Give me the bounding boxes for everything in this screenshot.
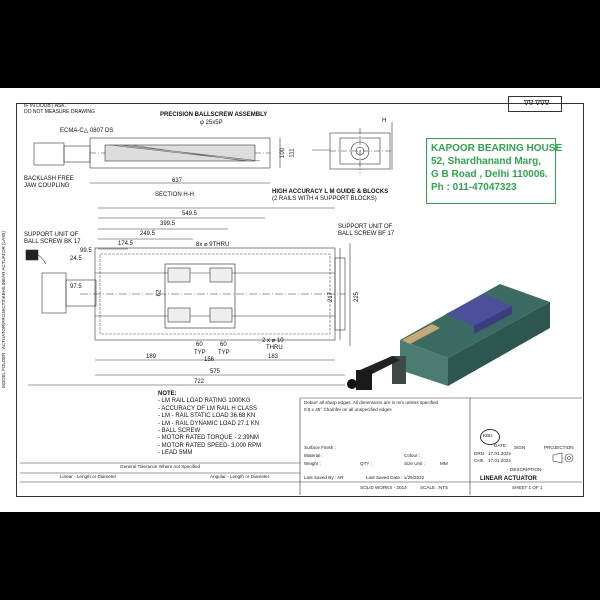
dim-549-5: 549.5 (182, 211, 198, 217)
support-bk-2: BALL SCREW BK 17 (24, 239, 81, 245)
top-left-note-1: IF IN DOUBT ASK. (24, 103, 67, 109)
dim-189: 189 (146, 354, 157, 360)
dim-99-5: 99.5 (80, 248, 92, 254)
support-bk-1: SUPPORT UNIT OF (24, 232, 79, 238)
chamfer-note: 0.5 x 45° Chamfer on all unspecified edg… (304, 407, 392, 412)
notes-heading: NOTE: (158, 391, 177, 397)
sheet-count: SHEET 1 OF 1 (512, 485, 543, 490)
dim-156: 156 (204, 357, 215, 363)
assembly-label: PRECISION BALLSCREW ASSEMBLY (160, 112, 268, 118)
surface-symbol-box (508, 96, 562, 112)
backlash-label-1: BACKLASH FREE (24, 176, 74, 182)
scale: SCALE : NTS (420, 485, 449, 490)
cad-drawing (20, 122, 582, 495)
note-item: - BALL SCREW (158, 428, 201, 435)
dim-637: 637 (172, 178, 183, 184)
chk-label: CHK (474, 458, 484, 463)
section-label: SECTION H-H (155, 192, 194, 198)
drawing-border (16, 103, 584, 497)
tolerance-heading: General Tolerance Where not Specified (120, 464, 201, 469)
note-item: - LM - RAIL STATIC LOAD 36.68 KN (158, 413, 256, 420)
holes-note-1: 2 x ⌀ 10 (262, 338, 284, 344)
coupling-label: ECMA-C△ 0807 DS (60, 128, 114, 134)
dim-62: 62 (156, 289, 163, 297)
weight: Weight : (304, 461, 321, 466)
dealer-address-2: G B Road , Delhi 110006. (431, 169, 548, 180)
kbh-logo-text: KBH (483, 433, 493, 438)
sign-header: SIGN (514, 445, 526, 450)
projection-symbol-icon (552, 452, 574, 464)
dim-111: 111 (289, 148, 296, 158)
drawing-sheet: ∇∇ ∇∇∇ IF IN DOUBT ASK. DO NOT MEASURE D… (0, 88, 600, 512)
guide-label-2: (2 RAILS WITH 4 SUPPORT BLOCKS) (272, 196, 377, 202)
deburr-note: Deburr all sharp edges. All dimensions a… (304, 400, 439, 405)
size-unit-value: MM (440, 461, 448, 466)
dealer-address-1: 52, Shardhanand Marg, (431, 156, 542, 167)
guide-label-1: HIGH ACCURACY L M GUIDE & BLOCKS (272, 189, 389, 195)
dim-97-5: 97.5 (70, 284, 82, 290)
note-item: - MOTOR RATED SPEED- 3,000 RPM (158, 442, 262, 449)
note-item: - LM RAIL LOAD RATING 1000KG (158, 398, 251, 405)
support-bf-1: SUPPORT UNIT OF (338, 224, 393, 230)
dealer-name: KAPOOR BEARING HOUSE (431, 143, 563, 154)
linear-tolerance: Linear - Length or Diameter (60, 474, 117, 479)
dim-h: H (382, 118, 387, 124)
colour: Colour : (404, 453, 421, 458)
dim-399-5: 399.5 (160, 221, 176, 227)
projection-header: PROJECTION (544, 445, 574, 450)
dealer-phone: Ph : 011-47047323 (431, 182, 517, 193)
dim-249-5: 249.5 (140, 231, 156, 237)
last-saved-by: Last Saved By : AR (304, 475, 344, 480)
dim-60-a: 60 (196, 342, 203, 348)
note-item: - LEAD 5MM (158, 450, 193, 457)
hole-note: 8x ⌀ 9THRU (196, 242, 230, 248)
support-bf-2: BALL SCREW BF 17 (338, 231, 395, 237)
note-item: - MOTOR RATED TORQUE - 2.39NM (158, 435, 259, 442)
dim-174-5: 174.5 (118, 241, 134, 247)
dealer-info-box: KAPOOR BEARING HOUSE 52, Shardhanand Mar… (426, 138, 563, 204)
solid-works: SOLID WORKS - 2014 (360, 485, 407, 490)
surface-finish: Surface Finish : (304, 445, 336, 450)
holes-note-2: THRU (266, 345, 283, 351)
isometric-render (347, 284, 550, 390)
drn-date: 17.01.2022 (488, 451, 511, 456)
dim-722: 722 (194, 379, 205, 385)
last-saved-date: Last Saved Date : 1/25/2022 (366, 475, 425, 480)
chk-date: 17.01.2022 (488, 458, 511, 463)
dim-575: 575 (210, 369, 221, 375)
ballscrew-dia: φ 25x5P (200, 120, 223, 126)
material: Material : (304, 453, 323, 458)
surface-finish-symbols: ∇∇ ∇∇∇ (524, 100, 550, 107)
typ-1: TYP (194, 350, 206, 356)
drn-label: DRN (474, 451, 484, 456)
notes-block: NOTE: - LM RAIL LOAD RATING 1000KG - ACC… (158, 391, 261, 458)
typ-2: TYP (218, 350, 230, 356)
backlash-label-2: JAW COUPLING (24, 183, 70, 189)
note-item: - LM - RAIL DYNAMIC LOAD 27.1 KN (158, 420, 260, 427)
dim-225: 225 (354, 291, 361, 303)
dim-217: 217 (328, 291, 335, 303)
dim-60-b: 60 (220, 342, 227, 348)
dim-100: 100 (280, 147, 287, 159)
drawing-title: LINEAR ACTUATOR (480, 476, 537, 482)
top-left-note-2: DO NOT MEASURE DRAWING (24, 109, 95, 115)
size-unit: Size Unit : (404, 461, 425, 466)
dim-24-5: 24.5 (70, 256, 82, 262)
qty: QTY : (360, 461, 372, 466)
description-header: DESCRIPTION (510, 467, 542, 472)
date-header: DATE (494, 443, 506, 448)
kbh-logo (480, 429, 500, 445)
note-item: - ACCURACY OF LM RAIL H CLASS (158, 405, 258, 412)
dim-183: 183 (268, 354, 279, 360)
angular-tolerance: Angular - Length or Diameter (210, 474, 270, 479)
